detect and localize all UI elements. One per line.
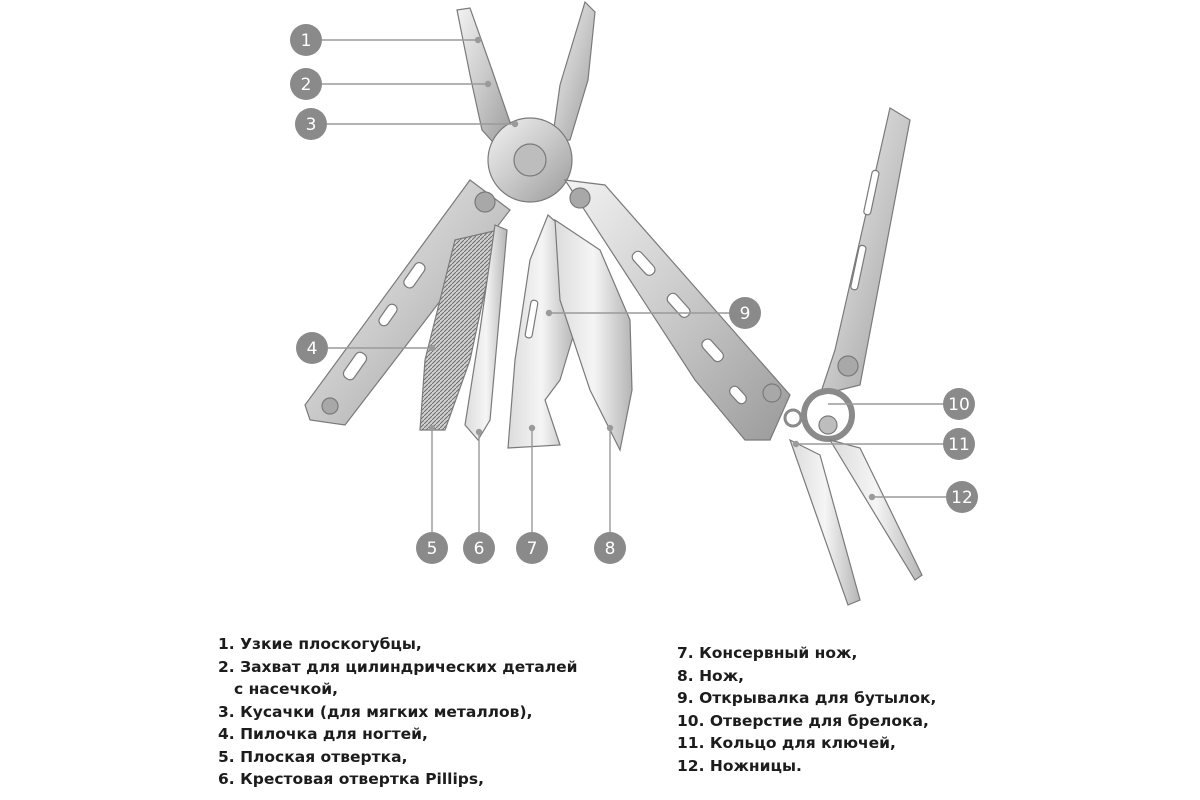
callout-6-label: 6 bbox=[474, 539, 485, 559]
legend-item: 8. Нож, bbox=[677, 666, 745, 685]
legend-item: 4. Пилочка для ногтей, bbox=[218, 725, 428, 743]
callout-9: 9 bbox=[729, 297, 761, 329]
legend-item: 2. Захват для цилиндрических деталей bbox=[218, 657, 578, 676]
callout-6: 6 bbox=[463, 532, 495, 564]
callout-10: 10 bbox=[943, 388, 975, 420]
callout-7-label: 7 bbox=[527, 539, 538, 559]
key-ring bbox=[801, 388, 855, 442]
legend-item: 11. Кольцо для ключей, bbox=[677, 734, 896, 752]
callouts: 1 2 3 4 5 6 7 8 9 10 11 12 bbox=[290, 24, 978, 564]
legend-item: 6. Крестовая отвертка Pillips, bbox=[218, 770, 485, 788]
callout-2-label: 2 bbox=[301, 75, 312, 95]
callout-7: 7 bbox=[516, 532, 548, 564]
legend-item: 12. Ножницы. bbox=[677, 756, 802, 775]
callout-10-label: 10 bbox=[948, 395, 970, 415]
legend-right-column: 7. Консервный нож, 8. Нож, 9. Открывалка д… bbox=[677, 642, 936, 777]
legend-item: 1. Узкие плоскогубцы, bbox=[218, 635, 422, 653]
callout-5: 5 bbox=[416, 532, 448, 564]
phillips-screwdriver bbox=[464, 224, 508, 442]
leader-lines bbox=[322, 36, 946, 532]
multitool-illustration bbox=[304, 0, 923, 606]
legend-item: 9. Открывалка для бутылок, bbox=[677, 689, 937, 707]
knife-blade bbox=[554, 218, 633, 452]
callout-11: 11 bbox=[943, 428, 975, 460]
callout-5-label: 5 bbox=[427, 539, 438, 559]
callout-9-label: 9 bbox=[740, 304, 751, 324]
legend-item: 3. Кусачки (для мягких металлов), bbox=[218, 702, 533, 721]
callout-11-label: 11 bbox=[948, 435, 970, 455]
legend-item: 10. Отверстие для брелока, bbox=[677, 711, 929, 730]
keychain-hole bbox=[783, 408, 803, 428]
callout-3-label: 3 bbox=[306, 115, 317, 135]
callout-4: 4 bbox=[296, 332, 328, 364]
callout-3: 3 bbox=[295, 108, 327, 140]
callout-12-label: 12 bbox=[951, 488, 973, 508]
multitool-diagram: 1 2 3 4 5 6 7 8 9 10 11 12 bbox=[290, 0, 978, 606]
plier-jaw-right bbox=[551, 0, 596, 143]
callout-8: 8 bbox=[594, 532, 626, 564]
legend-item: с насечкой, bbox=[234, 680, 339, 698]
callout-1: 1 bbox=[290, 24, 322, 56]
callout-4-label: 4 bbox=[307, 339, 318, 359]
callout-1-label: 1 bbox=[301, 31, 312, 51]
legend-left-column: 1. Узкие плоскогубцы, 2. Захват для цилин… bbox=[218, 633, 577, 791]
legend-item: 7. Консервный нож, bbox=[677, 644, 858, 662]
scissors-blade-left bbox=[788, 438, 861, 606]
scissors-blade-right bbox=[828, 439, 923, 581]
callout-12: 12 bbox=[946, 481, 978, 513]
callout-8-label: 8 bbox=[605, 539, 616, 559]
callout-2: 2 bbox=[290, 68, 322, 100]
legend-item: 5. Плоская отвертка, bbox=[218, 747, 408, 766]
